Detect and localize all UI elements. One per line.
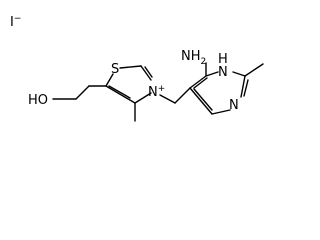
- thiazolium-ring: [105, 65, 153, 104]
- hydroxyethyl-chain: [52, 85, 107, 100]
- molecule-diagram: I− HO S N+ NH2 N H N: [10, 14, 264, 122]
- iodide-label: I−: [10, 14, 21, 30]
- structure-canvas: I− HO S N+ NH2 N H N: [10, 14, 264, 122]
- pyrimidine-ring: [189, 62, 249, 115]
- pyrimidine-methyl-bond: [244, 63, 264, 77]
- thiazolium-nitrogen-label: N+: [148, 84, 165, 100]
- pyrimidine-n1-hydrogen-label: H: [218, 52, 228, 67]
- pyrimidine-n1-label: N: [218, 65, 228, 80]
- hydroxyl-label: HO: [28, 93, 48, 108]
- pyrimidine-n3-label: N: [229, 98, 239, 113]
- sulfur-label: S: [111, 62, 119, 77]
- methylene-bridge: [159, 87, 191, 104]
- amino-label: NH2: [181, 49, 206, 67]
